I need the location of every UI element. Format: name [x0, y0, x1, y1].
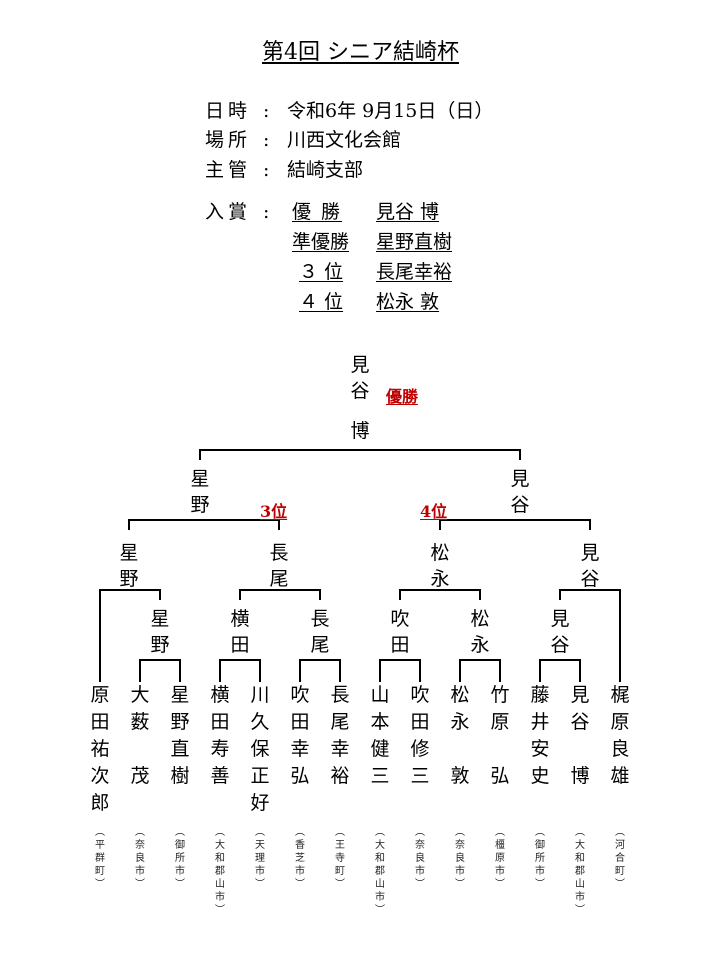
prize-name: 松永 敦	[376, 291, 440, 313]
quarter-winner: 見谷	[580, 542, 600, 590]
prize-name: 長尾幸裕	[376, 261, 453, 283]
third-place-badge: 3位	[260, 502, 288, 521]
semi-winner-right: 見谷	[510, 468, 530, 516]
player-area: ︵御所市︶	[175, 827, 185, 890]
player-area: ︵王寺町︶	[335, 827, 345, 890]
player-name: 山本健三	[370, 684, 390, 787]
prize-rank: 準優勝	[292, 231, 350, 253]
player-name: 藤井安史	[530, 684, 550, 787]
champion-name: 見谷博	[350, 354, 370, 442]
player-area: ︵御所市︶	[535, 827, 545, 890]
player-name: 星野直樹	[170, 684, 190, 787]
quarter-winner: 松永	[430, 542, 450, 590]
player-area: ︵大和郡山市︶	[375, 827, 385, 916]
round2-winner: 長尾	[310, 608, 330, 656]
prize-name: 見谷 博	[376, 201, 440, 223]
player-name: 竹原 弘	[490, 684, 510, 787]
round2-winner: 見谷	[550, 608, 570, 656]
prize-name: 星野直樹	[376, 231, 453, 253]
date-value: 令和6年 9月15日（日）	[287, 100, 494, 122]
prize-rank: 優 勝	[292, 201, 343, 223]
player-area: ︵奈良市︶	[415, 827, 425, 890]
prize-rank: ３ 位	[299, 261, 344, 283]
round2-winner: 横田	[230, 608, 250, 656]
player-name: 吹田幸弘	[290, 684, 310, 787]
page-title: 第4回 シニア結崎杯	[262, 40, 459, 65]
player-area: ︵大和郡山市︶	[575, 827, 585, 916]
semi-winner-left: 星野	[190, 468, 210, 516]
player-name: 川久保正好	[250, 684, 270, 814]
player-name: 梶原良雄	[610, 684, 630, 787]
player-name: 見谷 博	[570, 684, 590, 787]
round2-winner: 吹田	[390, 608, 410, 656]
player-area: ︵天理市︶	[255, 827, 265, 890]
player-name: 原田祐次郎	[90, 684, 110, 814]
player-name: 横田寿善	[210, 684, 230, 787]
round2-winner: 松永	[470, 608, 490, 656]
player-name: 長尾幸裕	[330, 684, 350, 787]
player-area: ︵平群町︶	[95, 827, 105, 890]
prize-label-row: 入賞:	[205, 197, 287, 224]
host-row: 主管:結崎支部	[205, 155, 363, 182]
player-area: ︵奈良市︶	[135, 827, 145, 890]
player-name: 大薮 茂	[130, 684, 150, 787]
prize-label: 入賞	[205, 201, 252, 223]
player-area: ︵橿原市︶	[495, 827, 505, 890]
place-row: 場所:川西文化会館	[205, 125, 401, 152]
quarter-winner: 星野	[119, 542, 139, 590]
player-name: 吹田修三	[410, 684, 430, 787]
player-area: ︵奈良市︶	[455, 827, 465, 890]
place-value: 川西文化会館	[287, 129, 402, 151]
player-area: ︵香芝市︶	[295, 827, 305, 890]
place-label: 場所	[205, 129, 252, 151]
date-row: 日時:令和6年 9月15日（日）	[205, 96, 493, 123]
player-name: 松永 敦	[450, 684, 470, 787]
champion-badge: 優勝	[386, 387, 419, 406]
fourth-place-badge: 4位	[420, 502, 448, 521]
quarter-winner: 長尾	[269, 542, 289, 590]
player-area: ︵大和郡山市︶	[215, 827, 225, 916]
date-label: 日時	[205, 100, 252, 122]
prize-rank: ４ 位	[299, 291, 344, 313]
host-value: 結崎支部	[287, 159, 364, 181]
host-label: 主管	[205, 159, 252, 181]
player-area: ︵河合町︶	[615, 827, 625, 890]
round2-winner: 星野	[150, 608, 170, 656]
